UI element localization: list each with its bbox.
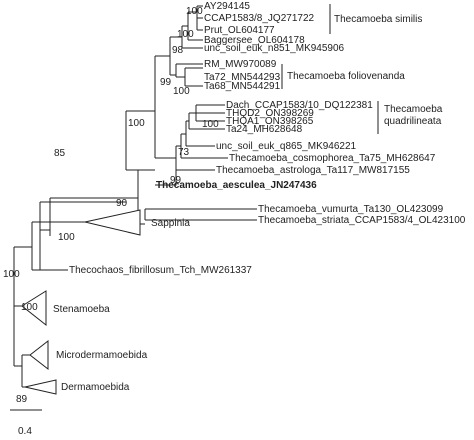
stenamoeba-triangle [21,290,47,327]
tip-label: THQA1_ON398265 [226,116,314,127]
tip-label: AY294145 [204,1,250,12]
microdermamoebida-triangle [29,339,49,371]
support-value: 73 [178,147,190,158]
support-value: 90 [116,198,128,209]
support-value: 100 [177,29,194,40]
clade-labels: Thecamoeba similis Thecamoeba foliovenan… [53,14,443,393]
tip-label: Dach_CCAP1583/10_DQ122381 [226,100,373,111]
support-value: 100 [21,302,38,313]
clade-label: Thecamoeba [384,104,443,115]
tip-label: Thecochaos_fibrillosum_Tch_MW261337 [69,265,252,276]
tip-label: unc_soil_euk_q865_MK946221 [216,141,357,152]
tip-label: Ta72_MN544293 [204,72,281,83]
support-values: 100 100 98 100 99 100 100 73 99 85 90 10… [3,6,219,405]
support-value: 100 [173,86,190,97]
scale-bar-label: 0.4 [18,426,32,437]
support-value: 98 [172,45,184,56]
support-value: 99 [160,77,172,88]
tree-branches [13,5,257,388]
support-value: 99 [170,175,182,186]
tip-label: CCAP1583/8_JQ271722 [204,13,315,24]
aesculea-branch [155,170,177,186]
tip-label: THQD2_ON398269 [226,108,314,119]
clade-label: Sappinia [151,218,190,229]
clade-label: Dermamoebida [61,382,130,393]
dermamoebida-triangle [24,379,57,395]
support-value: 89 [16,394,28,405]
clade-label: quadrilineata [384,116,442,127]
tip-label: Thecamoeba_astrologa_Ta117_MW817155 [216,165,410,176]
tip-label: RM_MW970089 [204,59,277,70]
clade-label: Thecamoeba foliovenanda [287,71,405,82]
tip-label: Thecamoeba_vumurta_Ta130_OL423099 [258,204,444,215]
tip-label: Thecamoeba_striata_CCAP1583/4_OL423100 [258,215,466,226]
support-value: 100 [202,119,219,130]
support-value: 100 [3,269,20,280]
tip-label: Baggersee_OL604178 [204,35,305,46]
support-value: 100 [58,232,75,243]
clade-label: Stenamoeba [53,304,110,315]
clade-label: Thecamoeba similis [334,14,422,25]
tip-label-highlighted: Thecamoeba_aesculea_JN247436 [156,180,317,191]
scale-bar: 0.4 [10,409,42,437]
tip-label: Prut_OL604177 [204,25,275,36]
tip-label: Ta68_MN544291 [204,81,281,92]
tip-label: Ta24_MH628648 [226,124,303,135]
tip-label: unc_soil_euk_n851_MK945906 [204,43,345,54]
tip-labels: AY294145 CCAP1583/8_JQ271722 Prut_OL6041… [69,1,466,276]
clade-label: Microdermamoebida [56,350,148,361]
sappinia-triangle [84,209,141,236]
support-value: 85 [54,148,66,159]
tip-label: Thecamoeba_cosmophorea_Ta75_MH628647 [229,153,436,164]
support-value: 100 [186,6,203,17]
support-value: 100 [128,118,145,129]
